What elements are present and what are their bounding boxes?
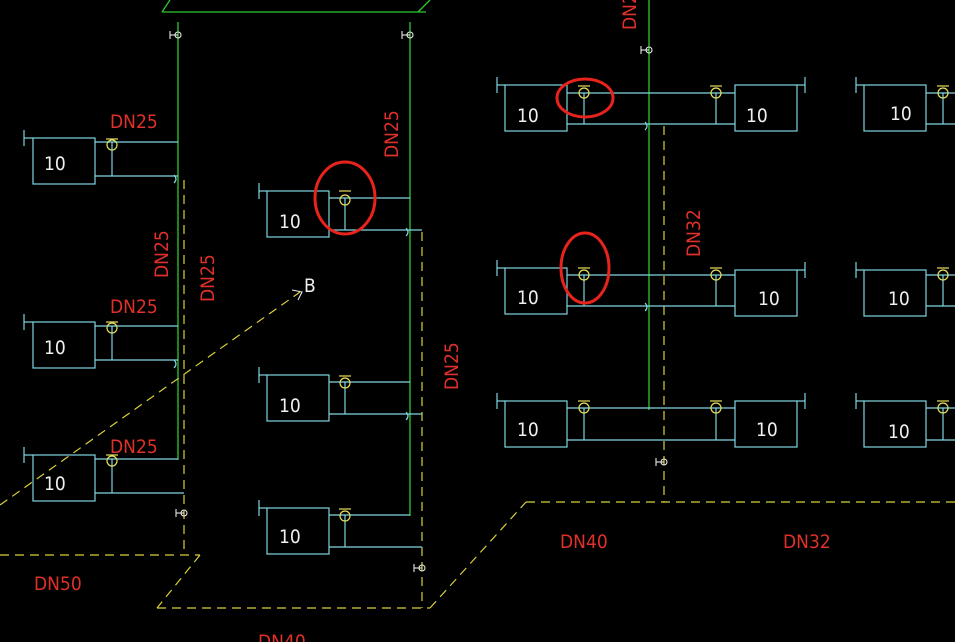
radiator-label: 10: [890, 103, 912, 125]
radiator-far-right-2[interactable]: 10: [855, 262, 955, 317]
radiator-far-right-1[interactable]: 10: [855, 77, 955, 132]
radiator-left-1[interactable]: 10: [23, 130, 178, 185]
radiator-label: 10: [279, 526, 301, 548]
radiator-right-b2[interactable]: 10: [710, 262, 806, 317]
radiator-label: 10: [279, 395, 301, 417]
pipe-size-label: DN32: [783, 531, 831, 553]
pipe-size-label: DN25: [110, 436, 158, 458]
highlight-ellipse: [559, 231, 611, 305]
radiator-far-right-3[interactable]: 10: [855, 393, 955, 448]
radiator-label: 10: [44, 337, 66, 359]
pipe-size-label: DN25: [110, 296, 158, 318]
radiator-label: 10: [888, 288, 910, 310]
radiator-middle-1[interactable]: 10: [258, 183, 422, 238]
radiator-label: 10: [888, 421, 910, 443]
pipe-size-label: DN25: [381, 110, 403, 158]
pipe-size-label: DN50: [34, 573, 82, 595]
radiator-label: 10: [279, 211, 301, 233]
pipe-size-label: DN40: [258, 631, 306, 642]
pipe-size-label: DN25: [110, 111, 158, 133]
right-riser: [640, 0, 668, 502]
radiator-right-b1[interactable]: 10: [710, 77, 806, 132]
pipe-size-label: DN25: [151, 230, 173, 278]
radiator-middle-3[interactable]: 10: [258, 500, 422, 555]
radiator-left-2[interactable]: 10: [23, 314, 178, 369]
radiator-label: 10: [517, 287, 539, 309]
radiator-left-3[interactable]: 10: [23, 447, 184, 502]
radiator-right-a1[interactable]: 10: [496, 77, 735, 132]
radiator-label: 10: [758, 288, 780, 310]
pipe-size-label: DN32: [683, 209, 705, 257]
pipe-size-label: DN40: [560, 531, 608, 553]
pipe-size-label: DN2: [619, 0, 641, 30]
radiator-right-a3[interactable]: 10: [496, 393, 735, 448]
radiator-label: 10: [756, 419, 778, 441]
radiator-label: 10: [746, 105, 768, 127]
return-mains: [0, 289, 955, 609]
highlight-ellipse: [555, 77, 615, 119]
left-riser: [169, 22, 188, 555]
middle-riser: [401, 22, 426, 608]
radiator-label: 10: [44, 473, 66, 495]
pipe-size-label: DN25: [197, 254, 219, 302]
radiator-middle-2[interactable]: 10: [258, 367, 422, 422]
radiator-label: 10: [517, 105, 539, 127]
section-marker-label: B: [304, 275, 316, 297]
supply-header: [161, 0, 431, 13]
radiator-label: 10: [44, 153, 66, 175]
radiator-label: 10: [517, 419, 539, 441]
highlight-ellipse: [313, 160, 377, 236]
radiator-right-b3[interactable]: 10: [710, 393, 806, 448]
radiator-right-a2[interactable]: 10: [496, 260, 735, 315]
pipe-size-label: DN25: [441, 342, 463, 390]
